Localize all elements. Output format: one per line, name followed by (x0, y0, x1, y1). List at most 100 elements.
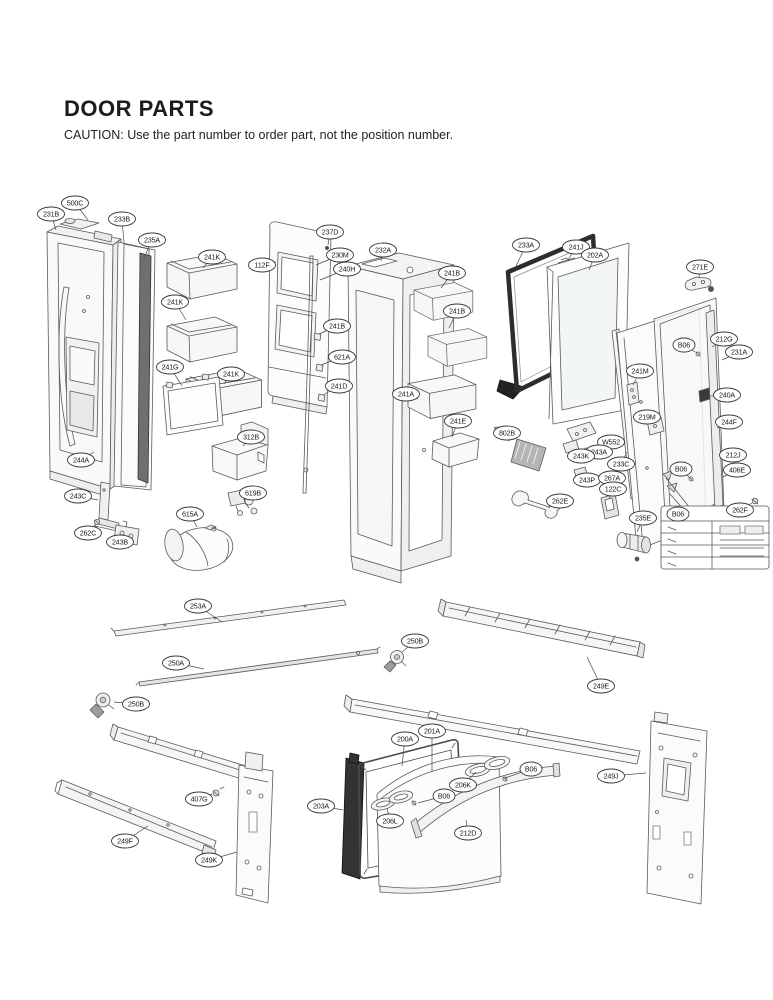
drawer-cover-203a (341, 752, 365, 880)
part-label-241b: 241B (318, 318, 351, 335)
roller-250b-left (89, 692, 115, 719)
handle-bracket-206k (464, 755, 511, 782)
glass-door-frame-202a (546, 242, 630, 425)
svg-text:B06: B06 (678, 341, 690, 350)
part-label-241m: 241M (626, 363, 654, 386)
svg-text:241A: 241A (398, 390, 414, 399)
svg-text:240H: 240H (339, 265, 355, 274)
screw-262c (94, 519, 101, 526)
part-label-231b: 231B (37, 206, 65, 231)
part-label-243k: 243K (567, 448, 595, 464)
part-label-262f: 262F (726, 502, 754, 518)
part-label-241e: 241E (444, 413, 472, 438)
svg-text:243P: 243P (579, 476, 595, 485)
screw-262f (751, 497, 759, 505)
svg-text:241B: 241B (449, 307, 465, 316)
part-label-200a: 200A (391, 731, 419, 767)
water-tank-615a (164, 524, 234, 571)
part-label-layer: 500C231B233B235A241K241K241G241K244A243C… (37, 195, 754, 868)
svg-text:B06: B06 (525, 765, 537, 774)
part-label-271e: 271E (686, 259, 714, 279)
svg-text:237D: 237D (322, 228, 338, 237)
svg-text:240A: 240A (719, 391, 735, 400)
part-label-615a: 615A (176, 506, 204, 528)
part-label-212d: 212D (454, 819, 482, 841)
svg-text:262F: 262F (732, 506, 748, 515)
drawer-handle-212d (410, 762, 561, 839)
part-label-235e: 235E (629, 510, 657, 533)
svg-text:243A: 243A (591, 448, 607, 457)
svg-text:231A: 231A (731, 348, 747, 357)
svg-text:212G: 212G (716, 335, 733, 344)
svg-text:241J: 241J (569, 243, 584, 252)
svg-text:206L: 206L (382, 817, 397, 826)
door-bin-241b-2 (427, 328, 488, 367)
svg-text:230M: 230M (331, 251, 348, 260)
svg-text:615A: 615A (182, 510, 198, 519)
svg-text:235A: 235A (144, 236, 160, 245)
svg-text:233C: 233C (613, 460, 629, 469)
door-side-trim-235a (137, 252, 152, 484)
part-label-233b: 233B (108, 211, 136, 244)
part-label-244f: 244F (715, 414, 743, 430)
part-label-249j: 249J (597, 768, 647, 784)
rail-upper-left (109, 723, 260, 784)
svg-text:244F: 244F (721, 418, 737, 427)
part-label-232a: 232A (369, 242, 397, 262)
svg-text:B06: B06 (675, 465, 687, 474)
part-label-250a: 250A (162, 655, 205, 671)
svg-text:267A: 267A (604, 474, 620, 483)
svg-text:249J: 249J (604, 772, 619, 781)
svg-text:241K: 241K (204, 253, 220, 262)
part-label-237d: 237D (316, 224, 344, 246)
svg-text:241B: 241B (329, 322, 345, 331)
part-label-212j: 212J (719, 447, 747, 463)
svg-text:203A: 203A (313, 802, 329, 811)
tray-312b (211, 421, 269, 481)
svg-text:243B: 243B (112, 538, 128, 547)
svg-text:200A: 200A (397, 735, 413, 744)
part-label-250b: 250B (113, 696, 150, 712)
part-label-235a: 235A (138, 232, 166, 259)
svg-text:249E: 249E (593, 682, 609, 691)
svg-text:233A: 233A (518, 241, 534, 250)
left-door-foam-assembly (46, 218, 122, 498)
part-label-230m: 230M (315, 247, 354, 266)
svg-text:241M: 241M (631, 367, 648, 376)
svg-text:407G: 407G (191, 795, 208, 804)
svg-text:249K: 249K (201, 856, 217, 865)
part-label-500c: 500C (61, 195, 89, 221)
svg-text:241K: 241K (167, 298, 183, 307)
part-label-212g: 212G (710, 331, 738, 348)
part-label-202a: 202A (581, 247, 609, 271)
part-label-122c: 122C (599, 481, 627, 500)
bracket-249j (646, 711, 708, 905)
part-label-243b: 243B (106, 533, 134, 550)
part-label-b06: B06 (417, 788, 456, 804)
svg-text:271E: 271E (692, 263, 708, 272)
page-title: DOOR PARTS (64, 96, 215, 121)
part-label-240h: 240H (319, 261, 361, 281)
filter-head-235e (616, 532, 651, 562)
svg-text:241B: 241B (444, 269, 460, 278)
part-label-262e: 262E (546, 493, 574, 509)
part-label-312b: 312B (237, 429, 265, 447)
bracket-249k (235, 751, 274, 904)
svg-text:W552: W552 (602, 438, 620, 447)
part-label-201a: 201A (418, 723, 446, 772)
part-label-206k: 206K (449, 771, 477, 793)
svg-text:232A: 232A (375, 246, 391, 255)
svg-text:250B: 250B (128, 700, 144, 709)
part-label-249k: 249K (195, 851, 238, 868)
part-label-407g: 407G (185, 791, 213, 807)
bracket-241m (626, 381, 640, 406)
part-label-244a: 244A (67, 451, 95, 468)
part-label-112f: 112F (248, 257, 277, 273)
door-bin-241e (431, 432, 480, 468)
rod-250a (135, 646, 381, 687)
svg-text:262C: 262C (80, 529, 96, 538)
door-bin-241k-2 (166, 316, 238, 363)
part-label-b06: B06 (669, 461, 693, 478)
part-label-243p: 243P (573, 472, 601, 488)
